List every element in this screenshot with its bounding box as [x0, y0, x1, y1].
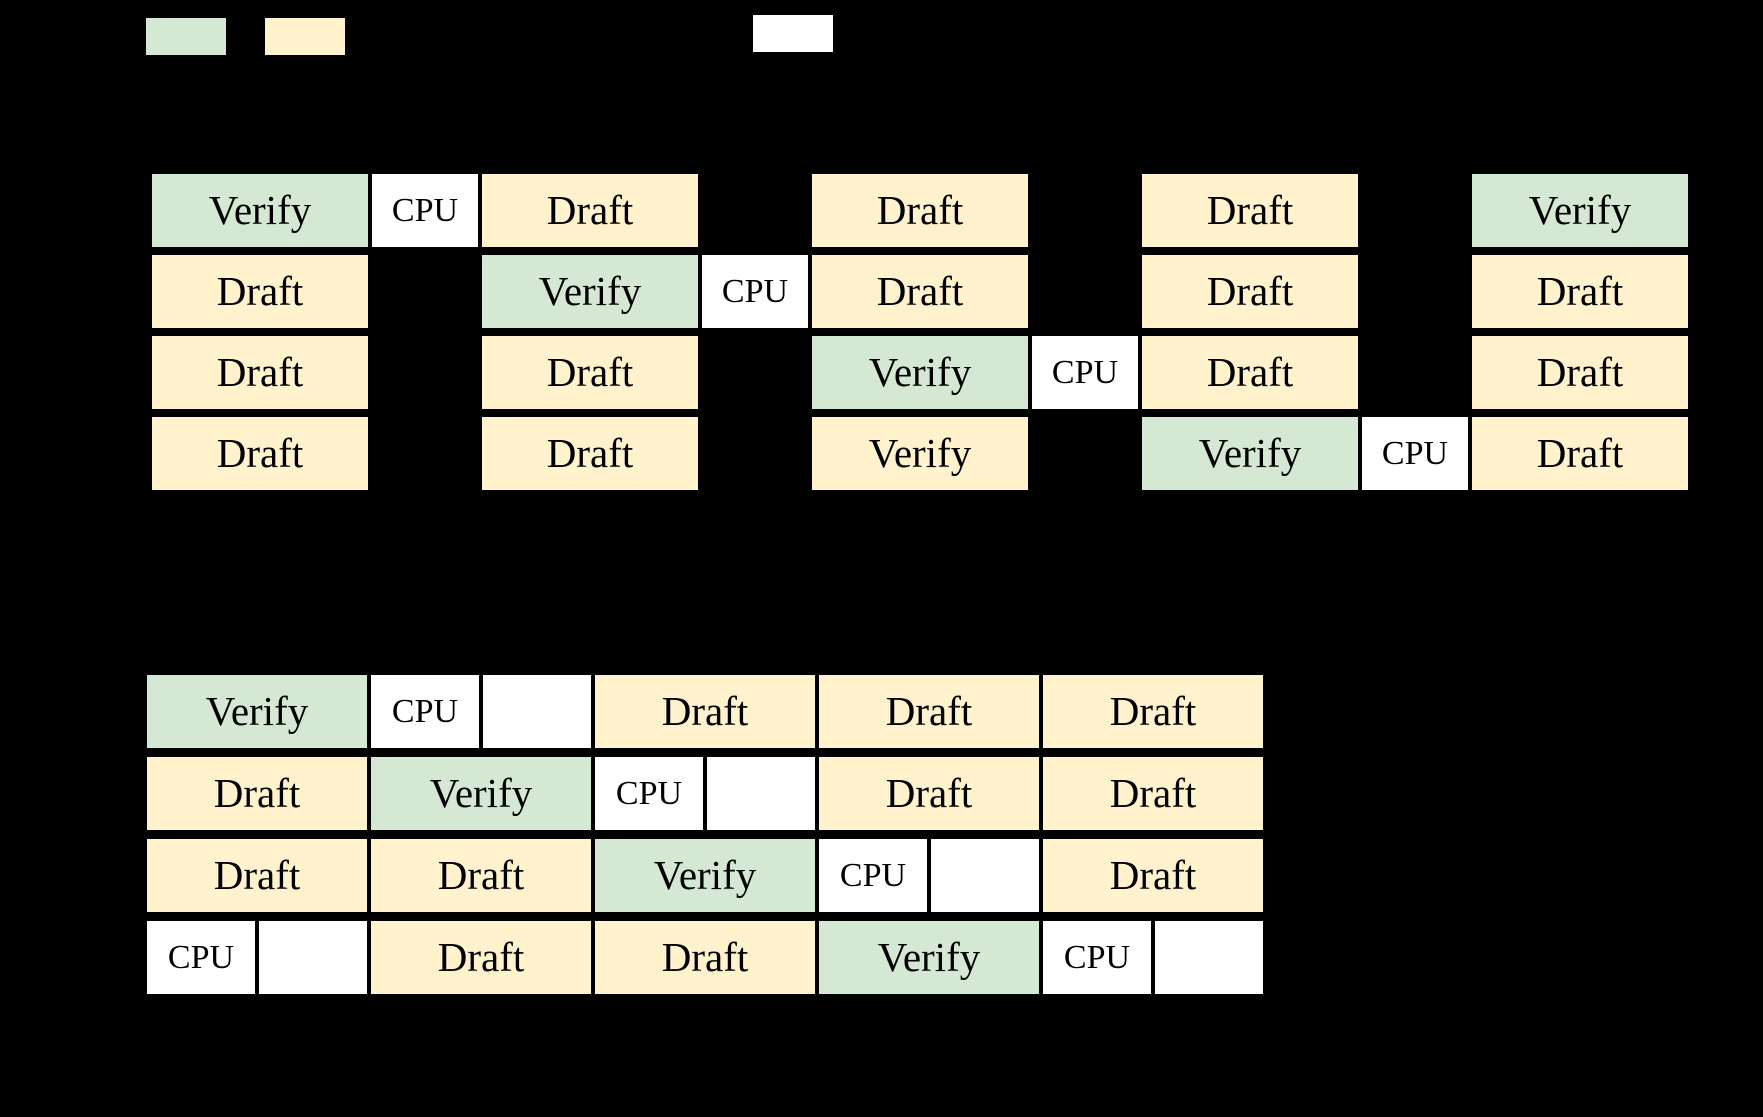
- draft-box: Draft: [1470, 253, 1690, 330]
- draft-box: Draft: [1041, 837, 1265, 914]
- draft-box: Draft: [480, 334, 700, 411]
- cpu-box: CPU: [145, 919, 257, 996]
- draft-box: Draft: [1140, 172, 1360, 249]
- verify-box: Verify: [1140, 415, 1360, 492]
- cpu-box: CPU: [370, 172, 480, 249]
- verify-box: Verify: [480, 253, 700, 330]
- cpu-box: CPU: [369, 673, 481, 750]
- draft-box: Draft: [1041, 673, 1265, 750]
- verify-box: Verify: [810, 334, 1030, 411]
- draft-box: Draft: [593, 919, 817, 996]
- cpu-box: CPU: [817, 837, 929, 914]
- idle-box: [257, 919, 369, 996]
- draft-box: Draft: [1041, 755, 1265, 832]
- verify-box: Verify: [593, 837, 817, 914]
- draft-box: Draft: [810, 253, 1030, 330]
- verify-box: Verify: [369, 755, 593, 832]
- idle-box: [929, 837, 1041, 914]
- verify-box: Verify: [817, 919, 1041, 996]
- draft-box: Draft: [1140, 334, 1360, 411]
- draft-box: Draft: [150, 415, 370, 492]
- cpu-box: CPU: [1041, 919, 1153, 996]
- cpu-box: CPU: [1030, 334, 1140, 411]
- draft-box: Draft: [817, 755, 1041, 832]
- draft-box: Draft: [150, 253, 370, 330]
- idle-box: [481, 673, 593, 750]
- draft-box: Draft: [369, 837, 593, 914]
- verify-box: Verify: [145, 673, 369, 750]
- draft-box: Draft: [593, 673, 817, 750]
- draft-box: Draft: [1470, 334, 1690, 411]
- cpu-box: CPU: [1360, 415, 1470, 492]
- draft-box: Draft: [145, 755, 369, 832]
- legend-swatch-draft: [265, 18, 345, 55]
- draft-box: Draft: [150, 334, 370, 411]
- draft-box: Draft: [1140, 253, 1360, 330]
- draft-box: Draft: [817, 673, 1041, 750]
- draft-box: Draft: [480, 415, 700, 492]
- verify-box: Verify: [1470, 172, 1690, 249]
- verify-box: Verify: [810, 415, 1030, 492]
- draft-box: Draft: [810, 172, 1030, 249]
- verify-box: Verify: [150, 172, 370, 249]
- draft-box: Draft: [1470, 415, 1690, 492]
- draft-box: Draft: [480, 172, 700, 249]
- draft-box: Draft: [145, 837, 369, 914]
- cpu-box: CPU: [700, 253, 810, 330]
- idle-box: [705, 755, 817, 832]
- legend-swatch-cpu: [753, 15, 833, 52]
- draft-box: Draft: [369, 919, 593, 996]
- cpu-box: CPU: [593, 755, 705, 832]
- legend-swatch-verify: [146, 18, 226, 55]
- idle-box: [1153, 919, 1265, 996]
